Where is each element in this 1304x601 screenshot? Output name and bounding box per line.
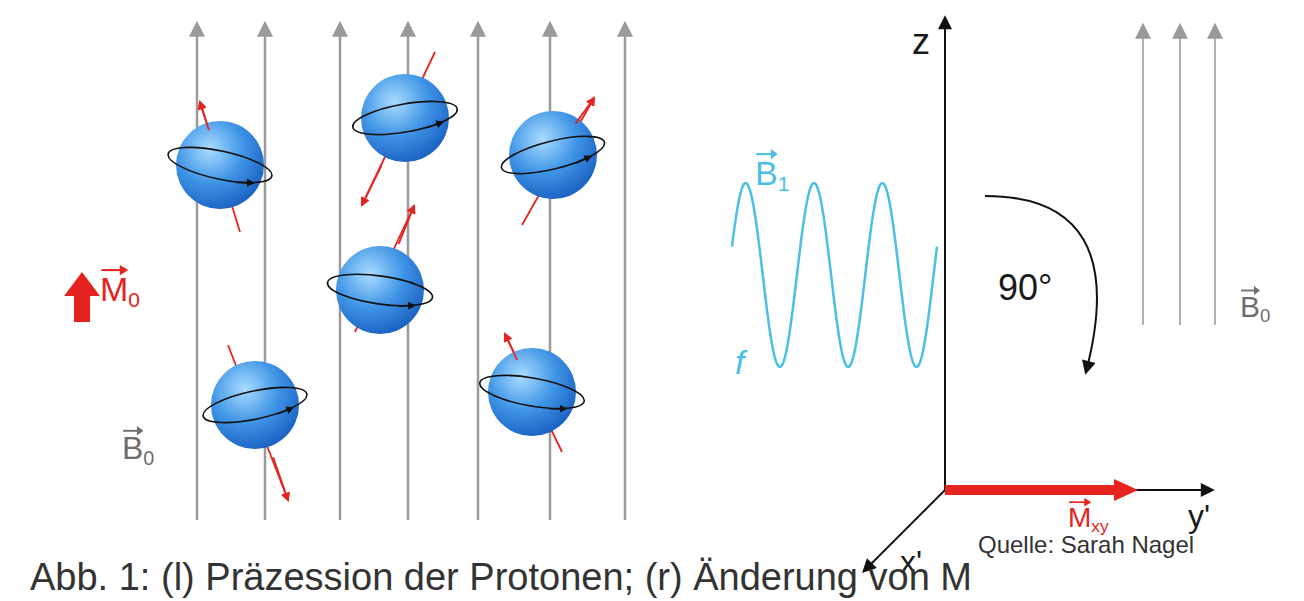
orbit-arrow: [575, 157, 589, 163]
axis-label: y': [1188, 500, 1210, 532]
proton-sphere: [488, 348, 576, 436]
proton-sphere: [176, 121, 264, 209]
field-lines: [197, 24, 625, 520]
vector-label: B1: [755, 156, 789, 194]
precession-orbit: [165, 140, 275, 189]
field-line: [1179, 26, 1181, 325]
precession-orbit: [326, 269, 435, 311]
spin-arrow: [399, 206, 414, 244]
field-lines: [1143, 26, 1215, 325]
vector-label: M0: [100, 272, 140, 310]
field-line: [477, 24, 480, 520]
vector-arrow: [122, 426, 143, 436]
magnetization-arrow: [64, 272, 100, 322]
spin-arrow: [505, 334, 517, 360]
vector-arrow: [100, 265, 128, 275]
orbit-arrow: [237, 180, 251, 185]
spin-arrow: [200, 102, 209, 130]
proton-sphere: [509, 111, 597, 199]
spin-arrow: [273, 457, 288, 500]
vector-arrow: [1240, 286, 1260, 295]
proton: [200, 345, 310, 500]
vector-label: B0: [122, 432, 154, 468]
orbit-arrow: [549, 406, 563, 411]
proton: [165, 102, 275, 232]
field-line: [196, 24, 199, 520]
proton: [326, 206, 435, 334]
proton-sphere: [211, 361, 299, 449]
precession-orbit: [477, 369, 586, 415]
field-line: [624, 24, 627, 520]
spin-arrow: [362, 166, 381, 205]
proton: [498, 98, 608, 225]
rf-wave: [732, 183, 937, 367]
axes: [864, 18, 1212, 571]
angle-label: 90°: [998, 270, 1052, 306]
vector-label: B0: [1240, 292, 1270, 326]
arrows: [64, 196, 1138, 501]
vector-arrow: [755, 149, 778, 159]
vector-arrow: [1068, 498, 1091, 506]
rotation-arrow: [985, 196, 1097, 372]
frequency-label: f: [735, 345, 744, 379]
orbit-arrow: [277, 409, 291, 414]
magnetization-arrow: [945, 479, 1138, 501]
rf-wave: [732, 183, 937, 367]
proton: [477, 334, 586, 452]
source-note: Quelle: Sarah Nagel: [978, 533, 1194, 557]
proton-sphere: [336, 246, 424, 334]
precession-orbit: [350, 95, 459, 141]
proton: [350, 52, 459, 205]
protons: [165, 52, 608, 500]
axis-label: z: [912, 24, 930, 60]
precession-orbit: [200, 380, 310, 429]
orbit-arrow: [427, 123, 441, 128]
vector-label: Mxy: [1068, 504, 1109, 535]
orbit-arrow: [398, 304, 412, 308]
precession-orbit: [498, 129, 608, 182]
field-line: [549, 24, 552, 520]
proton-sphere: [361, 74, 449, 162]
field-line: [1214, 26, 1216, 325]
axis: [944, 18, 946, 492]
figure-caption: Abb. 1: (l) Präzession der Protonen; (r)…: [30, 558, 972, 598]
spin-arrow: [576, 98, 594, 124]
field-line: [1142, 26, 1144, 325]
